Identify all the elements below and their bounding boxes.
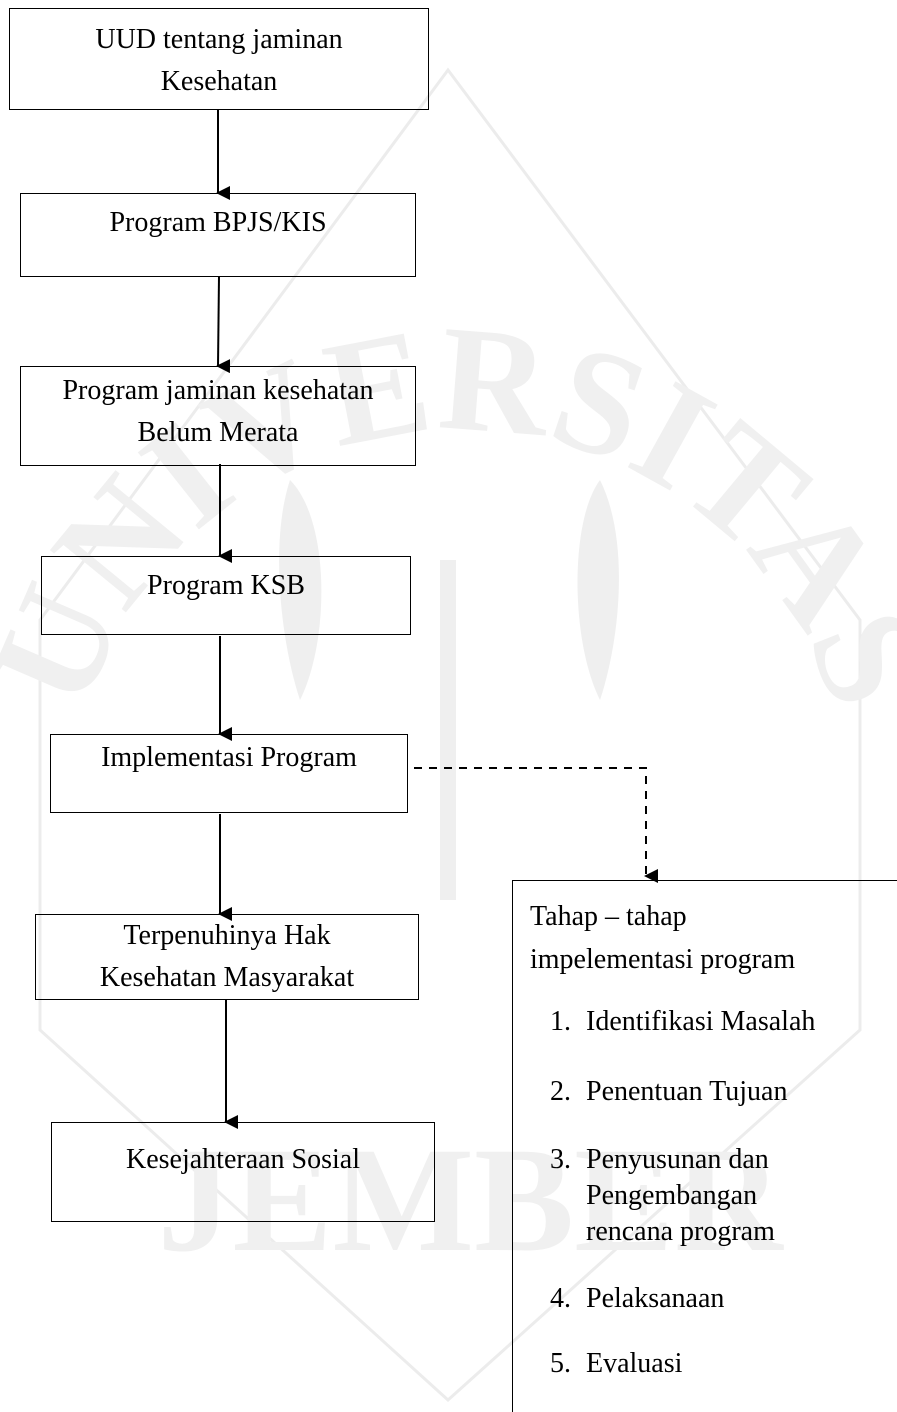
box-text-line: Program BPJS/KIS xyxy=(109,207,327,238)
watermark-arc-text: UNIVERSITAS xyxy=(0,294,897,727)
stage-label: Pelaksanaan xyxy=(586,1283,725,1314)
stage-number: 1. xyxy=(550,1006,571,1037)
stages-heading-line-2: impelementasi program xyxy=(530,944,796,975)
box-text-line: Kesehatan Masyarakat xyxy=(99,962,355,993)
box-text-line: Belum Merata xyxy=(137,417,299,448)
implementation-stages-panel: Tahap – tahap impelementasi program 1. I… xyxy=(512,880,897,1412)
box-text-line: Terpenuhinya Hak xyxy=(123,920,331,951)
box-text-line: Program KSB xyxy=(147,570,305,601)
stage-label: Penentuan Tujuan xyxy=(586,1076,788,1107)
box-text-line: Kesejahteraan Sosial xyxy=(125,1144,361,1175)
arrow-2-to-3 xyxy=(216,275,231,374)
stage-item-5: 5. Evaluasi xyxy=(550,1346,682,1382)
box-text-line: Kesehatan xyxy=(160,66,278,97)
stage-item-3: 3. Penyusunan dan xyxy=(550,1142,769,1178)
box-terpenuhinya-hak: Terpenuhinya Hak Kesehatan Masyarakat xyxy=(35,914,419,1000)
stage-label: Penyusunan dan xyxy=(586,1144,769,1175)
stage-number: 5. xyxy=(550,1348,571,1379)
watermark-leaf-2 xyxy=(577,480,619,700)
stage-label: Evaluasi xyxy=(586,1348,683,1379)
box-text-line: UUD tentang jaminan xyxy=(95,24,343,55)
stage-number: 4. xyxy=(550,1283,571,1314)
stage-item-1: 1. Identifikasi Masalah xyxy=(550,1004,815,1040)
box-kesejahteraan-sosial: Kesejahteraan Sosial xyxy=(51,1122,435,1222)
box-uud-jaminan-kesehatan: UUD tentang jaminan Kesehatan xyxy=(9,8,429,110)
dashed-connector-to-stages xyxy=(414,767,658,883)
stage-label-continued: rencana program xyxy=(586,1216,775,1247)
box-jaminan-belum-merata: Program jaminan kesehatan Belum Merata xyxy=(20,366,416,466)
box-program-bpjs-kis: Program BPJS/KIS xyxy=(20,193,416,277)
stage-item-2: 2. Penentuan Tujuan xyxy=(550,1074,787,1110)
box-program-ksb: Program KSB xyxy=(41,556,411,635)
stage-number: 3. xyxy=(550,1144,571,1175)
box-text-line: Implementasi Program xyxy=(101,742,357,773)
box-text-line: Program jaminan kesehatan xyxy=(62,375,374,406)
stages-heading-line-1: Tahap – tahap xyxy=(530,901,687,932)
stage-label: Identifikasi Masalah xyxy=(586,1006,816,1037)
box-implementasi-program: Implementasi Program xyxy=(50,734,408,813)
stage-number: 2. xyxy=(550,1076,571,1107)
stage-label-continued: Pengembangan xyxy=(586,1180,758,1211)
watermark-stem xyxy=(440,560,456,900)
stage-item-4: 4. Pelaksanaan xyxy=(550,1281,724,1317)
